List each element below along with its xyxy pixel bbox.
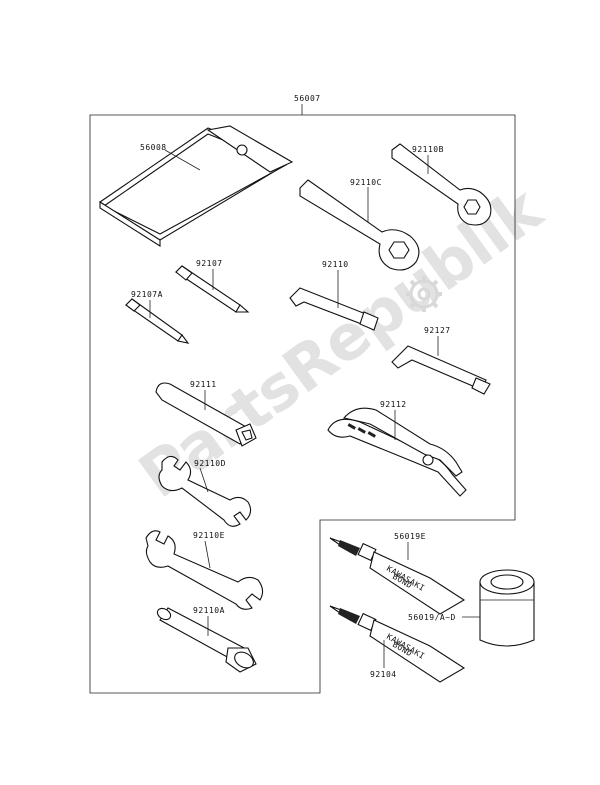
- assembly-frame: 56007: [89, 94, 516, 694]
- label-92107: 92107: [196, 259, 223, 268]
- label-92127: 92127: [424, 326, 451, 335]
- label-92104: 92104: [370, 670, 397, 679]
- driver-92107a: 92107A: [125, 290, 190, 344]
- wrench-92110b: 92110B: [391, 143, 492, 226]
- handle-92111: 92111: [155, 380, 257, 447]
- label-92111: 92111: [190, 380, 217, 389]
- open-wrench-92110d: 92110D: [158, 455, 252, 527]
- label-92110c: 92110C: [350, 178, 382, 187]
- label-92112: 92112: [380, 400, 407, 409]
- driver-92107: 92107: [175, 259, 250, 313]
- tool-pouch: 56008: [99, 125, 294, 247]
- socket-92110a: 92110A: [156, 606, 257, 673]
- label-92110d: 92110D: [194, 459, 226, 468]
- watermark: PartsRepublik: [126, 172, 556, 513]
- pliers-92112: 92112: [327, 400, 467, 497]
- label-92110e: 92110E: [193, 531, 225, 540]
- label-56019a: 56019/A~D: [408, 613, 456, 622]
- label-92110: 92110: [322, 260, 349, 269]
- hex-key-92127: 92127: [391, 326, 491, 395]
- watermark-text: PartsRepublik: [126, 172, 556, 513]
- label-92107a: 92107A: [131, 290, 163, 299]
- label-56008: 56008: [140, 143, 167, 152]
- label-92110b: 92110B: [412, 145, 444, 154]
- hex-key-92110: 92110: [289, 260, 379, 331]
- can-56019a: 56019/A~D: [408, 569, 535, 647]
- label-92110a: 92110A: [193, 606, 225, 615]
- wrench-92110c: 92110C: [299, 178, 420, 271]
- tube-56019e: KAWASAKI BOND 56019E: [329, 532, 466, 615]
- open-wrench-92110e: 92110E: [145, 530, 264, 610]
- assembly-label: 56007: [294, 94, 321, 103]
- gear-icon: [406, 276, 442, 312]
- label-56019e: 56019E: [394, 532, 426, 541]
